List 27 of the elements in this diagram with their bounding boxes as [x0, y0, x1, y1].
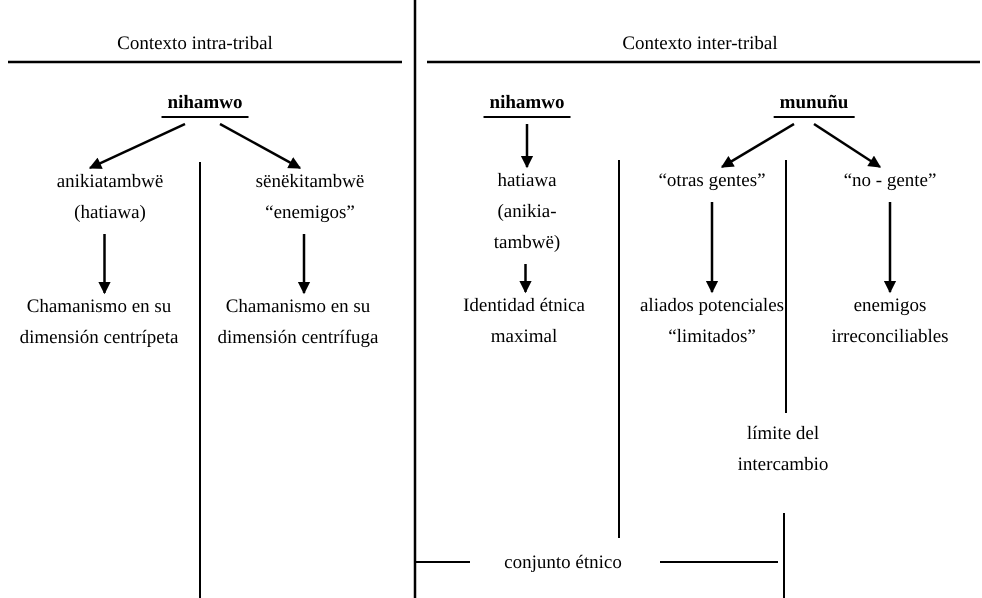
arrow	[813, 122, 882, 168]
category-text: anikiatambwë (hatiawa)	[20, 166, 200, 228]
arrow	[706, 202, 718, 294]
arrow	[298, 234, 310, 294]
category-term: nihamwo	[162, 90, 248, 118]
category-term: munuñu	[774, 90, 854, 118]
category-term: nihamwo	[484, 90, 570, 118]
category-text: “otras gentes”	[657, 165, 767, 196]
arrow	[519, 264, 532, 294]
arrow	[520, 124, 534, 168]
arrow	[219, 122, 302, 170]
section-heading: Contexto inter-tribal	[621, 32, 779, 56]
arrow	[884, 202, 896, 294]
category-text: Identidad étnica maximal	[434, 290, 614, 352]
category-text: hatiawa (anikia- tambwë)	[472, 165, 582, 258]
category-text: Chamanismo en su dimensión centrípeta	[4, 291, 194, 353]
arrow	[88, 122, 186, 170]
arrow	[720, 122, 795, 168]
category-text: Chamanismo en su dimensión centrífuga	[203, 291, 393, 353]
category-text: sënëkitambwë “enemigos”	[220, 166, 400, 228]
bracket-label: conjunto étnico	[503, 551, 623, 575]
section-heading: Contexto intra-tribal	[116, 32, 274, 56]
category-text: enemigos irreconciliables	[800, 290, 980, 352]
arrow	[98, 234, 111, 294]
category-text: “no - gente”	[805, 165, 975, 196]
category-text: aliados potenciales “limitados”	[637, 290, 787, 352]
boundary-label: límite del intercambio	[736, 422, 830, 477]
